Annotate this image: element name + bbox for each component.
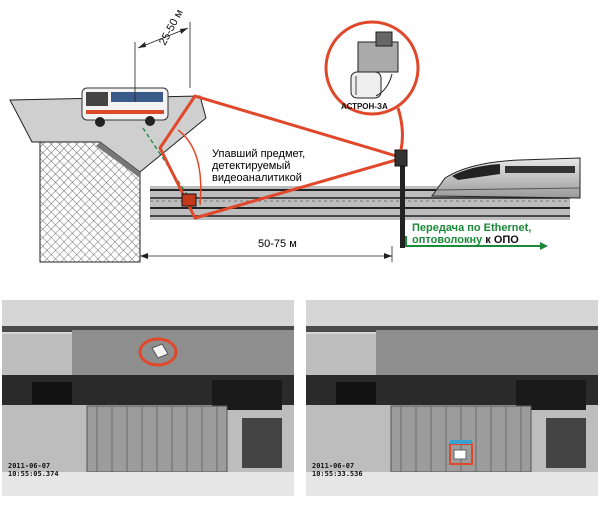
top-distance-label: 25-50 м <box>157 8 186 48</box>
dropped-object-label-line1: Упавший предмет, <box>212 148 306 160</box>
bottom-distance-dimension <box>139 246 393 262</box>
system-diagram: 25-50 м <box>9 8 581 263</box>
transmission-label-line1: Передача по Ethernet, <box>412 222 532 234</box>
detection-circle <box>138 337 178 367</box>
transmission-label-black: к ОПО <box>482 234 519 246</box>
train-icon <box>431 157 581 199</box>
dropped-object-label-line2: детектируемый <box>212 160 291 172</box>
camera-frame-1-image <box>2 300 294 496</box>
transmission-label-line2: оптоволокну к ОПО <box>412 234 531 246</box>
camera-frame-2: 2011-06-07 10:55:33.536 <box>306 300 598 496</box>
frame-2-time: 10:55:33.536 <box>312 470 363 478</box>
camera-pole <box>400 150 405 248</box>
dropped-object-icon <box>181 193 197 207</box>
camera-view-cone <box>158 94 404 220</box>
dropped-object-label-line3: видеоаналитикой <box>212 172 302 184</box>
frame-2-timestamp: 2011-06-07 10:55:33.536 <box>312 462 363 478</box>
transmission-label: Передача по Ethernet, оптоволокну к ОПО <box>412 222 531 246</box>
camera-callout: АСТРОН-ЗА <box>324 20 420 151</box>
dropped-object-label: Упавший предмет, детектируемый видеоанал… <box>212 148 305 184</box>
bus-icon <box>81 87 169 127</box>
cable-line <box>405 236 540 247</box>
transmission-label-green: оптоволокну <box>412 234 483 246</box>
frame-1-date: 2011-06-07 <box>8 462 51 470</box>
camera-icon <box>394 149 408 167</box>
frame-2-date: 2011-06-07 <box>312 462 355 470</box>
camera-label: АСТРОН-ЗА <box>341 102 388 111</box>
frame-1-time: 10:55:05.374 <box>8 470 59 478</box>
camera-frame-1: 2011-06-07 10:55:05.374 <box>2 300 294 496</box>
camera-frame-2-image <box>306 300 598 496</box>
bottom-distance-label: 50-75 м <box>258 238 297 250</box>
frame-1-timestamp: 2011-06-07 10:55:05.374 <box>8 462 59 478</box>
